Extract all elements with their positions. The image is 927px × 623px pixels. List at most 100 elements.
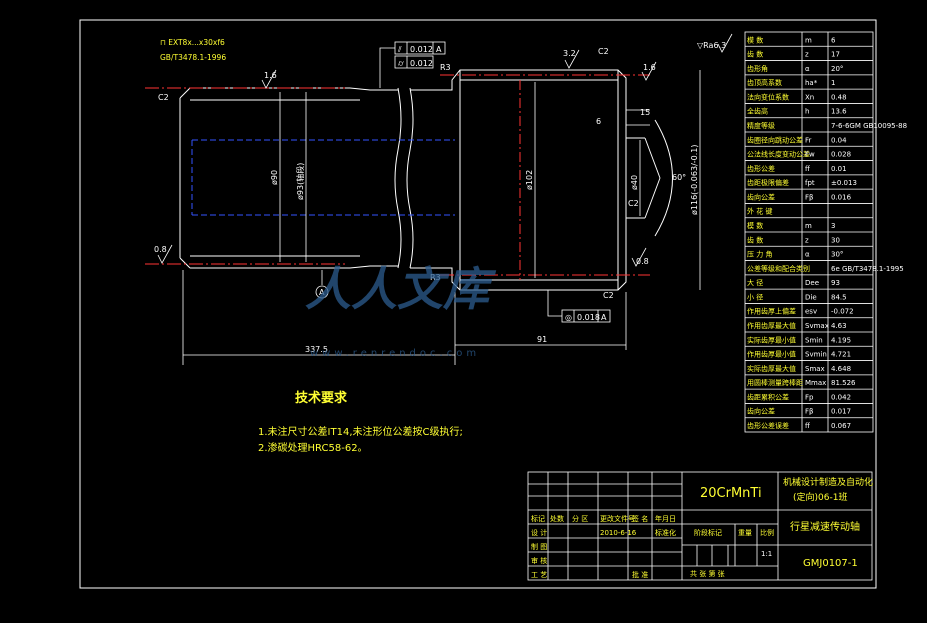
param-cell-4-2: 0.48 [831, 93, 847, 101]
param-cell-26-2: 0.017 [831, 408, 851, 416]
param-cell-5-1: h [805, 108, 809, 116]
tb-stage: 阶段标记 [694, 528, 722, 537]
param-cell-19-1: esv [805, 308, 817, 316]
param-cell-27-0: 齿形公差误差 [747, 421, 789, 430]
roughness-4: 0.8 [154, 245, 167, 254]
param-cell-23-1: Smax [805, 365, 825, 373]
param-cell-1-1: z [805, 51, 809, 59]
param-cell-0-2: 6 [831, 36, 836, 44]
param-cell-16-0: 公差等级和配合类别 [747, 264, 810, 273]
param-cell-11-2: 0.016 [831, 193, 852, 201]
dim-d93: ø93(轴段) [295, 163, 305, 200]
param-cell-20-2: 4.63 [831, 322, 847, 330]
school-label: 机械设计制造及自动化 [783, 476, 873, 488]
chamfer-2: C2 [598, 47, 609, 56]
chamfer-3: C2 [603, 291, 614, 300]
param-cell-0-0: 模 数 [747, 35, 763, 44]
param-cell-18-0: 小 径 [747, 292, 763, 301]
param-cell-24-0: 用圆棒测量跨棒距 [747, 378, 803, 387]
param-cell-3-0: 齿顶高系数 [747, 78, 782, 87]
param-cell-9-0: 齿形公差 [747, 164, 775, 173]
dim-d40: ø40 [630, 175, 639, 190]
drawing-number: GMJ0107-1 [803, 558, 858, 569]
roughness-5: 0.8 [636, 257, 649, 266]
tb-ratio: 比例 [760, 528, 774, 537]
tb-r-std: 标准化 [655, 528, 676, 537]
param-cell-10-1: fpt [805, 179, 815, 187]
round-2: R3 [430, 273, 441, 282]
tb-h-zone: 分 区 [572, 514, 588, 523]
param-cell-6-2: 7-6-6GM GB10095-88 [831, 122, 907, 130]
gdt-tol-3: 0.018 [577, 313, 600, 322]
param-cell-10-2: ±0.013 [831, 179, 857, 187]
datum-label: A [319, 288, 325, 297]
tb-h-mark: 标记 [531, 514, 545, 523]
roughness-symbols [157, 33, 733, 267]
param-cell-23-0: 实际齿厚最大值 [747, 364, 796, 373]
param-cell-13-2: 3 [831, 222, 835, 230]
param-cell-21-0: 实际齿厚最小值 [747, 335, 796, 344]
param-cell-27-2: 0.067 [831, 422, 851, 430]
param-cell-8-0: 公法线长度变动公差 [747, 150, 810, 159]
param-cell-11-0: 齿向公差 [747, 192, 775, 201]
param-cell-22-1: Svmin [805, 351, 827, 359]
spline-note-2: GB/T3478.1-1996 [160, 53, 226, 62]
tb-r-draw: 制 图 [531, 542, 547, 551]
param-cell-25-1: Fp [805, 393, 814, 401]
roughness-2: 3.2 [563, 49, 576, 58]
dimension-lines [182, 70, 701, 365]
param-cell-21-2: 4.195 [831, 336, 851, 344]
param-cell-14-2: 30 [831, 236, 840, 244]
scale-value: 1:1 [761, 550, 772, 558]
watermark-url: www.renrendoc.com [310, 348, 480, 359]
tech-line-1: 1.未注尺寸公差IT14,未注形位公差按C级执行; [258, 427, 463, 438]
param-cell-15-2: 30° [831, 251, 843, 259]
title-block [527, 471, 873, 581]
gdt-ref-3: A [601, 313, 607, 322]
gdt-tol-1: 0.012 [410, 45, 433, 54]
tech-title: 技术要求 [295, 391, 348, 406]
tb-r-approve: 批 准 [632, 570, 648, 579]
frame-border [79, 19, 877, 589]
tb-weight: 重量 [738, 529, 752, 537]
gdt-sym-2: ⌭ [398, 59, 404, 68]
param-cell-5-0: 全齿高 [747, 107, 768, 116]
param-cell-0-1: m [805, 36, 812, 44]
gdt-sym-3: ◎ [565, 313, 572, 322]
param-cell-21-1: Smin [805, 336, 823, 344]
param-cell-24-1: Mmax [805, 379, 826, 387]
tb-sheets: 共 张 第 张 [690, 569, 725, 578]
roughness-3: 1.6 [643, 63, 656, 72]
param-cell-25-2: 0.042 [831, 393, 851, 401]
roughness-1: 1.6 [264, 71, 277, 80]
param-cell-22-2: 4.721 [831, 351, 851, 359]
tb-r-check: 审 核 [531, 556, 547, 565]
tb-r-design: 设 计 [531, 528, 547, 537]
angle-label: 60° [672, 173, 686, 182]
param-cell-2-2: 20° [831, 65, 843, 73]
param-cell-16-2: 6e GB/T3478.1-1995 [831, 265, 904, 273]
tb-h-date: 年月日 [655, 514, 676, 523]
class-label: (定向)06-1班 [793, 491, 847, 503]
param-cell-22-0: 作用齿厚最小值 [747, 350, 796, 359]
param-cell-13-0: 模 数 [747, 221, 763, 230]
param-cell-20-0: 作用齿厚最大值 [747, 321, 796, 330]
param-cell-19-0: 作用齿厚上偏差 [747, 307, 796, 316]
param-cell-13-1: m [805, 222, 812, 230]
param-cell-4-0: 法向变位系数 [747, 92, 789, 101]
surface-note: ▽Ra6.3 [697, 41, 726, 50]
param-cell-6-0: 精度等级 [747, 121, 775, 130]
param-cell-17-1: Dee [805, 279, 819, 287]
dim-d102: ø102 [525, 170, 534, 190]
part-name: 行星减速传动轴 [790, 520, 860, 533]
param-cell-24-2: 81.526 [831, 379, 856, 387]
param-cell-23-2: 4.648 [831, 365, 851, 373]
dim-15: 15 [640, 108, 650, 117]
param-cell-3-1: ha* [805, 79, 818, 87]
param-cell-7-1: Fr [805, 136, 812, 144]
param-cell-18-1: Die [805, 293, 817, 301]
param-cell-8-1: Fw [805, 151, 815, 159]
param-cell-12-0: 外 花 键 [747, 207, 772, 216]
